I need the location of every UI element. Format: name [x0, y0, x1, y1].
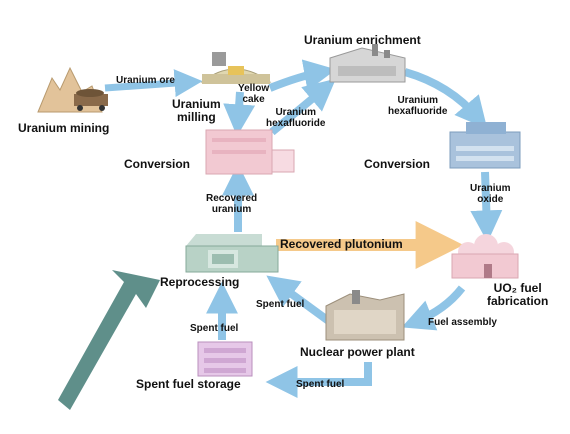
label-recovered-uranium: Recovered uranium — [206, 193, 258, 215]
arrow-plant-to-storage — [265, 362, 372, 398]
label-uranium-ore: Uranium ore — [116, 75, 175, 86]
label-uranium-milling: Uranium milling — [172, 97, 221, 124]
spent-fuel-storage-icon — [197, 341, 253, 377]
label-yellow-cake: Yellow cake — [238, 83, 270, 105]
arrow-uranium-ore — [104, 69, 203, 98]
arrow-fabrication-to-plant — [401, 285, 466, 331]
arrow-conversion-to-enrichment — [269, 78, 336, 136]
label-fuel-fabrication: UO₂ fuel fabrication — [487, 281, 549, 308]
label-spent-fuel-storage: Spent fuel storage — [136, 377, 241, 391]
arrow-conversion-to-fabrication — [470, 171, 503, 243]
arrow-high-level-waste — [58, 270, 160, 410]
arrow-milling-to-conversion — [223, 91, 256, 137]
label-spent-fuel-from-plant: Spent fuel — [256, 299, 305, 310]
label-fuel-assembly: Fuel assembly — [428, 317, 497, 328]
arrow-enrichment-to-conversion — [403, 68, 488, 129]
label-recovered-plutonium: Recovered plutonium — [280, 237, 403, 251]
uranium-milling-icon — [200, 52, 272, 84]
fuel-fabrication-icon — [451, 234, 519, 279]
label-spent-fuel-to-storage: Spent fuel — [296, 379, 345, 390]
conversion-left-icon — [205, 129, 295, 175]
label-uranium-hexafluoride-right: Uranium hexafluoride — [388, 95, 448, 117]
arrow-milling-to-enrichment — [268, 59, 337, 92]
label-uranium-mining: Uranium mining — [18, 121, 110, 135]
uranium-mining-icon — [37, 66, 108, 113]
label-uranium-hexafluoride-left: Uranium hexafluoride — [266, 107, 326, 129]
reprocessing-icon — [185, 234, 279, 273]
label-uranium-oxide: Uranium oxide — [470, 183, 511, 205]
nuclear-power-plant-icon — [325, 290, 405, 341]
conversion-right-icon — [449, 122, 521, 169]
label-conversion-left: Conversion — [124, 157, 191, 171]
label-conversion-right: Conversion — [364, 157, 431, 171]
label-uranium-enrichment: Uranium enrichment — [304, 33, 421, 47]
uranium-enrichment-icon — [329, 44, 406, 83]
arrow-plant-to-reprocessing — [266, 275, 333, 326]
label-reprocessing: Reprocessing — [160, 275, 240, 289]
label-nuclear-power-plant: Nuclear power plant — [300, 345, 415, 359]
label-spent-fuel-to-reprocessing: Spent fuel — [190, 323, 239, 334]
